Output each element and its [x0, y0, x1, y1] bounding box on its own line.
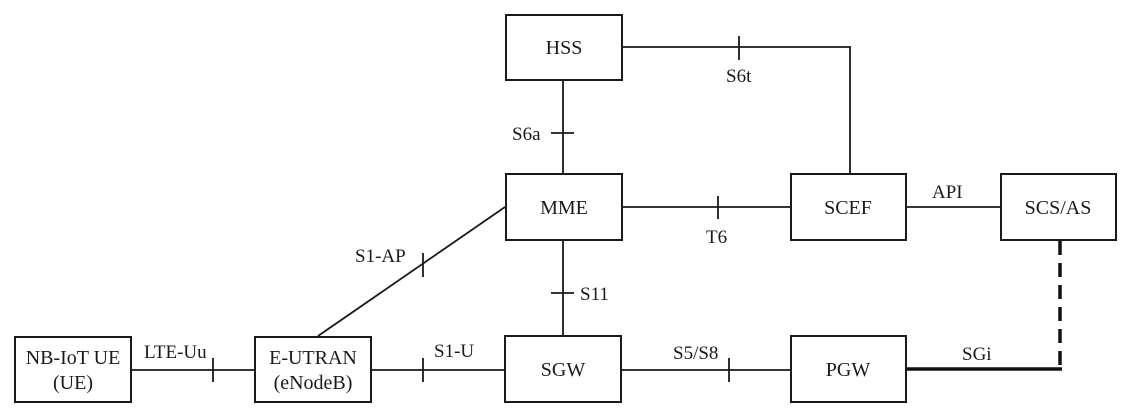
interface-label-s1-u: S1-U	[434, 341, 474, 362]
node-label-mme: MME	[540, 197, 588, 219]
node-label-enb-line1: E-UTRAN	[269, 347, 357, 369]
node-label-hss: HSS	[546, 37, 583, 59]
node-label-scef: SCEF	[824, 197, 872, 219]
interface-label-s6a: S6a	[512, 124, 541, 145]
interface-label-t6: T6	[706, 227, 727, 248]
interface-label-s5-s8: S5/S8	[673, 343, 718, 364]
node-label-enb-line2: (eNodeB)	[274, 372, 353, 394]
node-label-ue-line2: (UE)	[53, 372, 93, 394]
node-scs-as[interactable]: SCS/AS	[1000, 173, 1117, 241]
node-mme[interactable]: MME	[505, 173, 623, 241]
node-label-sgw: SGW	[541, 359, 586, 381]
interface-label-api: API	[932, 182, 963, 203]
interface-label-s1-ap: S1-AP	[355, 246, 406, 267]
node-nb-iot-ue[interactable]: NB-IoT UE (UE)	[14, 336, 132, 403]
node-pgw[interactable]: PGW	[790, 335, 907, 403]
interface-label-lte-uu: LTE-Uu	[144, 342, 207, 363]
node-hss[interactable]: HSS	[505, 14, 623, 81]
interface-label-sgi: SGi	[962, 344, 992, 365]
node-e-utran[interactable]: E-UTRAN (eNodeB)	[254, 336, 372, 403]
link-hss-scef	[622, 46, 851, 174]
interface-label-s11: S11	[580, 284, 609, 305]
node-label-pgw: PGW	[826, 359, 871, 381]
node-sgw[interactable]: SGW	[504, 335, 622, 403]
interface-label-s6t: S6t	[726, 66, 752, 87]
node-label-scs-as: SCS/AS	[1025, 197, 1092, 219]
node-scef[interactable]: SCEF	[790, 173, 907, 241]
link-enb-mme	[317, 206, 506, 337]
node-label-ue-line1: NB-IoT UE	[26, 347, 121, 369]
